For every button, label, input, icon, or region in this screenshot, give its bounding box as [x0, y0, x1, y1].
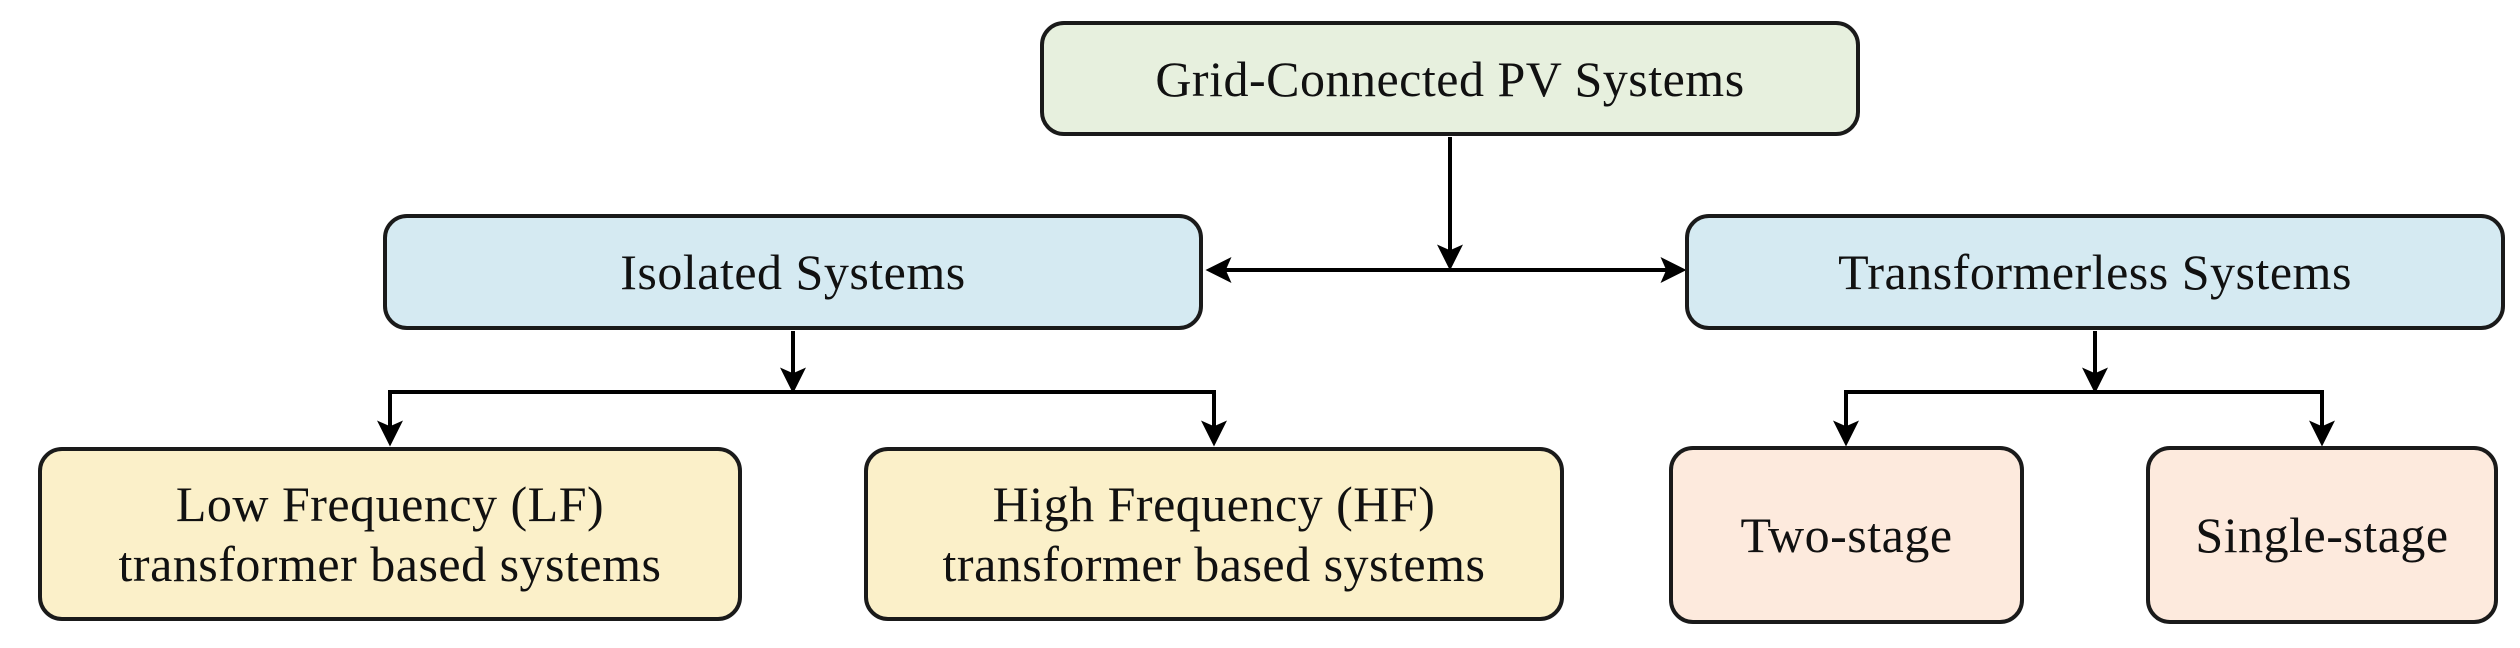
node-two-stage-label: Two-stage: [1740, 507, 1953, 563]
node-grid-connected-pv-systems-label: Grid-Connected PV Systems: [1155, 50, 1745, 107]
node-isolated-systems: Isolated Systems: [383, 214, 1203, 330]
node-hf-label-line-2: transformer based systems: [942, 536, 1486, 592]
node-single-stage: Single-stage: [2146, 446, 2498, 624]
node-lf-transformer-systems: Low Frequency (LF) transformer based sys…: [38, 447, 742, 621]
node-lf-label-line-2: transformer based systems: [118, 536, 662, 592]
node-two-stage: Two-stage: [1669, 446, 2024, 624]
node-transformerless-systems: Transformerless Systems: [1685, 214, 2505, 330]
node-isolated-systems-label: Isolated Systems: [620, 244, 966, 300]
node-transformerless-systems-label: Transformerless Systems: [1838, 244, 2352, 300]
node-lf-label-line-1: Low Frequency (LF): [175, 476, 605, 532]
node-grid-connected-pv-systems: Grid-Connected PV Systems: [1040, 21, 1860, 136]
node-hf-label-line-1: High Frequency (HF): [992, 476, 1436, 532]
node-hf-transformer-systems: High Frequency (HF) transformer based sy…: [864, 447, 1564, 621]
node-single-stage-label: Single-stage: [2195, 507, 2449, 563]
